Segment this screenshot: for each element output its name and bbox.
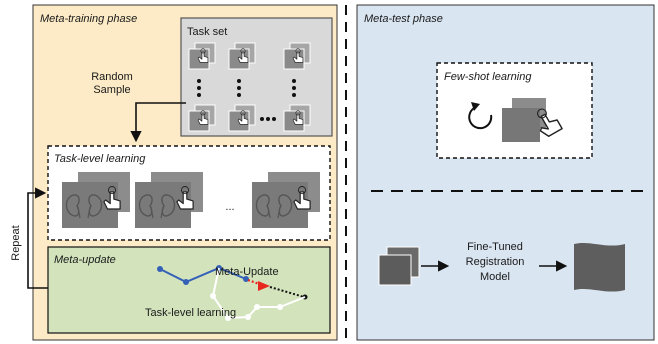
random-sample-label-line2: Sample [93, 84, 130, 96]
task-level-learning-title: Task-level learning [54, 153, 146, 165]
repeat-label: Repeat [10, 225, 22, 260]
model-label-line1: Fine-Tuned [467, 241, 523, 253]
few-shot-learning-title: Few-shot learning [444, 71, 532, 83]
meta-update-paths [157, 265, 308, 321]
warped-image-icon [574, 242, 625, 292]
meta-training-title: Meta-training phase [40, 13, 137, 25]
image-stack-icon [502, 98, 546, 142]
task-ellipsis: ... [225, 201, 234, 213]
random-sample-label-line1: Random [91, 71, 133, 83]
task-set-label: Task set [187, 26, 227, 38]
meta-test-title: Meta-test phase [364, 13, 443, 25]
meta-update-arrow-label: Meta-Update [215, 266, 279, 278]
meta-update-title-text: Meta-update [54, 254, 116, 266]
refresh-icon [468, 102, 493, 130]
vertical-dots [197, 79, 296, 121]
image-stack-icon [378, 246, 420, 286]
task-set-grid [189, 43, 310, 131]
random-sample-arrow [130, 102, 186, 143]
task-level-path-label: Task-level learning [145, 307, 236, 319]
model-label-line2: Registration [466, 256, 525, 268]
model-label-line3: Model [480, 271, 510, 283]
repeat-arrow [27, 187, 48, 289]
